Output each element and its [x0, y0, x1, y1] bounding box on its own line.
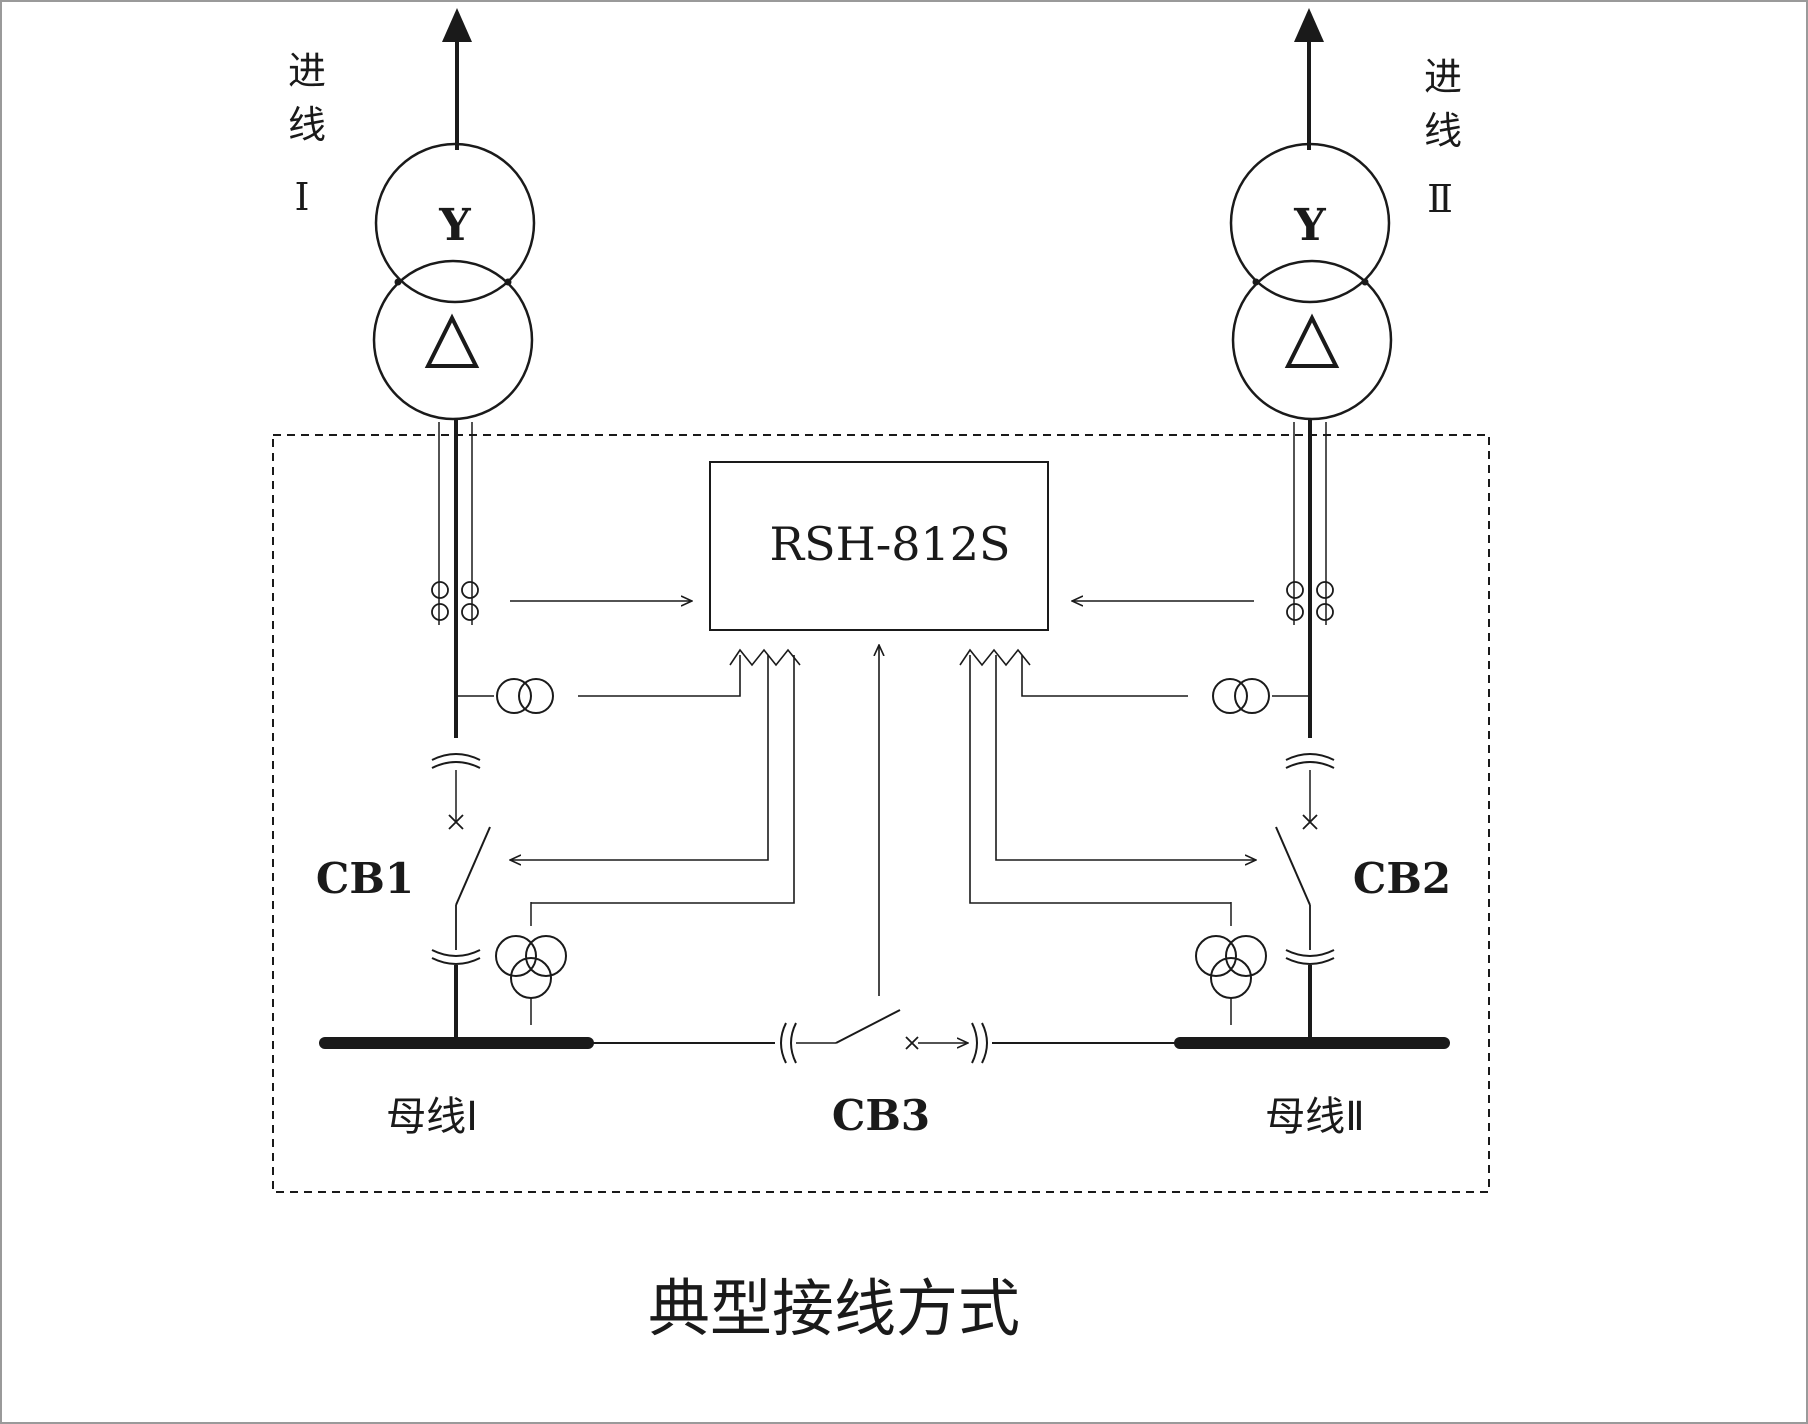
bus-pt-signal-wire — [969, 655, 1231, 904]
cb1-trip-wire — [510, 655, 769, 860]
transformer-primary-winding — [1229, 142, 1391, 304]
transformer-secondary-winding — [372, 259, 534, 421]
incoming-line-2-char: Ⅱ — [1427, 177, 1453, 221]
disconnect-contact-icon — [431, 949, 481, 965]
current-transformer-icon — [431, 581, 479, 621]
incoming-line-1-char: Ⅰ — [294, 175, 309, 219]
transformer-1-primary-symbol: Y — [438, 200, 471, 251]
rsh-812s-device[interactable] — [709, 461, 1049, 631]
signal-wiring — [510, 601, 1256, 996]
right-feeder — [1195, 8, 1393, 1040]
cb3-disconnect-icon — [971, 1022, 988, 1064]
transformer-2-primary-symbol: Y — [1293, 200, 1326, 251]
incoming-line-2-label: 进 线 Ⅱ — [1424, 55, 1462, 221]
winding-junction — [1361, 278, 1369, 286]
bus-voltage-transformer-icon — [495, 935, 567, 999]
winding-junction — [504, 278, 512, 286]
breaker-contact-icon — [448, 814, 464, 830]
voltage-transformer-icon — [518, 678, 554, 714]
breaker-contact-icon — [905, 1036, 919, 1050]
winding-junction — [1252, 278, 1260, 286]
cb2-trip-wire — [995, 655, 1256, 860]
current-transformer-icon — [1286, 581, 1334, 621]
cb2-blade[interactable] — [1275, 826, 1311, 906]
incoming-line-1-char: 进 — [288, 49, 326, 93]
incoming-line-2-char: 进 — [1424, 55, 1462, 99]
incoming-line-1-label: 进 线 Ⅰ — [288, 49, 326, 219]
device-input-terminals-right — [959, 648, 1031, 667]
voltage-transformer-icon — [1212, 678, 1248, 714]
delta-symbol-icon — [1284, 313, 1340, 368]
winding-junction — [394, 278, 402, 286]
cb3-disconnect-icon — [780, 1022, 797, 1064]
disconnect-contact-icon — [1285, 753, 1335, 769]
arrow-head-icon — [442, 8, 472, 42]
busbar-1-label: 母线Ⅰ — [386, 1094, 478, 1140]
disconnect-contact-icon — [431, 753, 481, 769]
incoming-line-2-char: 线 — [1424, 109, 1462, 153]
bus-voltage-transformer-icon — [1195, 935, 1267, 999]
voltage-transformer-icon — [1234, 678, 1270, 714]
bus-pt-signal-wire — [531, 655, 795, 904]
line-pt-signal-wire — [578, 655, 741, 697]
device-input-terminals-left — [729, 648, 801, 667]
cb3-blade[interactable] — [835, 1009, 901, 1044]
transformer-primary-winding — [374, 142, 536, 304]
cb1-label: CB1 — [316, 854, 414, 903]
line-pt-signal-wire — [1021, 655, 1188, 697]
arrow-head-icon — [1294, 8, 1324, 42]
disconnect-contact-icon — [1285, 949, 1335, 965]
busbar-2-label: 母线Ⅱ — [1265, 1094, 1365, 1140]
breaker-contact-icon — [1302, 814, 1318, 830]
incoming-line-1-char: 线 — [288, 103, 326, 147]
diagram-caption: 典型接线方式 — [648, 1272, 1020, 1345]
delta-symbol-icon — [424, 313, 480, 368]
device-label: RSH-812S — [769, 517, 1010, 571]
cb3-label: CB3 — [832, 1091, 930, 1140]
voltage-transformer-icon — [496, 678, 532, 714]
cb2-label: CB2 — [1353, 854, 1451, 903]
cb1-blade[interactable] — [455, 826, 491, 906]
protection-zone-boundary — [272, 434, 1490, 1193]
left-feeder — [372, 8, 567, 1040]
